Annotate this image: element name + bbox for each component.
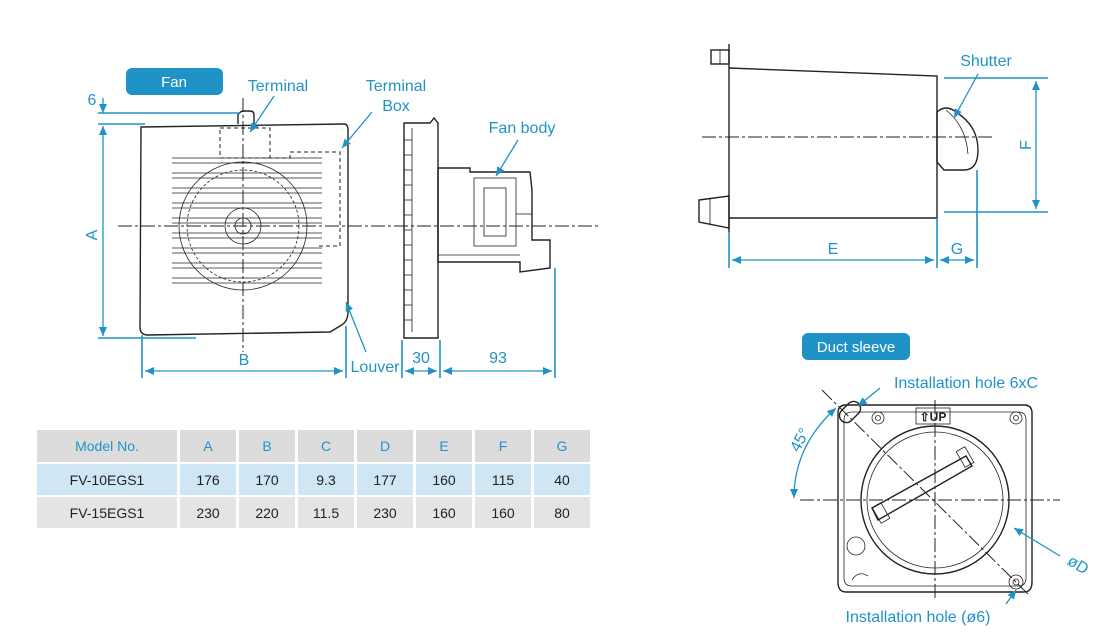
- table-row: FV-10EGS1 176 170 9.3 177 160 115 40: [37, 464, 590, 497]
- up-mark: ⇧UP: [920, 410, 947, 424]
- cell-c: 11.5: [298, 497, 357, 530]
- col-header-g: G: [534, 430, 590, 464]
- table-row: FV-15EGS1 230 220 11.5 230 160 160 80: [37, 497, 590, 530]
- cell-b: 170: [239, 464, 298, 497]
- terminal-outline: [219, 127, 271, 159]
- col-header-b: B: [239, 430, 298, 464]
- dim-6-label: 6: [88, 92, 97, 109]
- install-hole-6-label: Installation hole (ø6): [846, 609, 991, 626]
- duct-body: [728, 67, 938, 219]
- col-header-e: E: [416, 430, 475, 464]
- spec-table-header-row: Model No. A B C D E F G: [37, 430, 590, 464]
- cell-a: 230: [180, 497, 239, 530]
- cell-g: 40: [534, 464, 590, 497]
- cell-g: 80: [534, 497, 590, 530]
- duct-sleeve-badge-label: Duct sleeve: [817, 339, 895, 356]
- shutter-shape: [936, 107, 979, 171]
- duct-sleeve-view: Duct sleeve ⇧UP 45° øD Install: [787, 333, 1091, 626]
- cell-d: 230: [357, 497, 416, 530]
- terminal-label: Terminal: [248, 78, 308, 95]
- angle-arc: [790, 407, 837, 499]
- col-header-model: Model No.: [37, 430, 180, 464]
- grille-fins: [404, 139, 412, 321]
- cell-model: FV-10EGS1: [37, 464, 180, 497]
- grille-side-profile: [403, 116, 439, 339]
- fan-badge: [126, 68, 223, 95]
- dim-30-label: 30: [412, 350, 430, 367]
- terminal-box-label-2: Box: [382, 98, 410, 115]
- duct-side-view: Shutter F E G: [698, 44, 1048, 268]
- dim-e-label: E: [828, 241, 839, 258]
- dim-g-label: G: [951, 241, 963, 258]
- col-header-c: C: [298, 430, 357, 464]
- cell-b: 220: [239, 497, 298, 530]
- cell-f: 160: [475, 497, 534, 530]
- terminal-box-outline: [268, 151, 341, 247]
- dim-a-label: A: [84, 229, 101, 240]
- fan-grille-outline: [139, 123, 349, 336]
- louver-label: Louver: [351, 359, 401, 376]
- cell-e: 160: [416, 497, 475, 530]
- cell-e: 160: [416, 464, 475, 497]
- sleeve-plate: [837, 404, 1033, 593]
- col-header-a: A: [180, 430, 239, 464]
- dim-f-label: F: [1018, 140, 1035, 150]
- louver-slats: [172, 157, 322, 284]
- install-hole-c-label: Installation hole 6xC: [894, 375, 1038, 392]
- spec-table: Model No. A B C D E F G FV-10EGS1 176 17…: [37, 430, 590, 530]
- fan-body-side: [437, 167, 551, 273]
- terminal-tab: [237, 110, 255, 124]
- fan-badge-label: Fan: [161, 74, 187, 91]
- col-header-f: F: [475, 430, 534, 464]
- col-header-d: D: [357, 430, 416, 464]
- dim-93-label: 93: [489, 350, 507, 367]
- duct-sleeve-badge: [802, 333, 910, 360]
- fan-front-view: Fan: [84, 68, 600, 378]
- shutter-label: Shutter: [960, 53, 1012, 70]
- cell-model: FV-15EGS1: [37, 497, 180, 530]
- cell-c: 9.3: [298, 464, 357, 497]
- cell-a: 176: [180, 464, 239, 497]
- dim-d-label: øD: [1064, 553, 1091, 579]
- terminal-box-label-1: Terminal: [366, 78, 426, 95]
- fan-body-label: Fan body: [489, 120, 556, 137]
- dim-b-label: B: [239, 352, 250, 369]
- cell-d: 177: [357, 464, 416, 497]
- angle-label: 45°: [787, 426, 813, 455]
- cell-f: 115: [475, 464, 534, 497]
